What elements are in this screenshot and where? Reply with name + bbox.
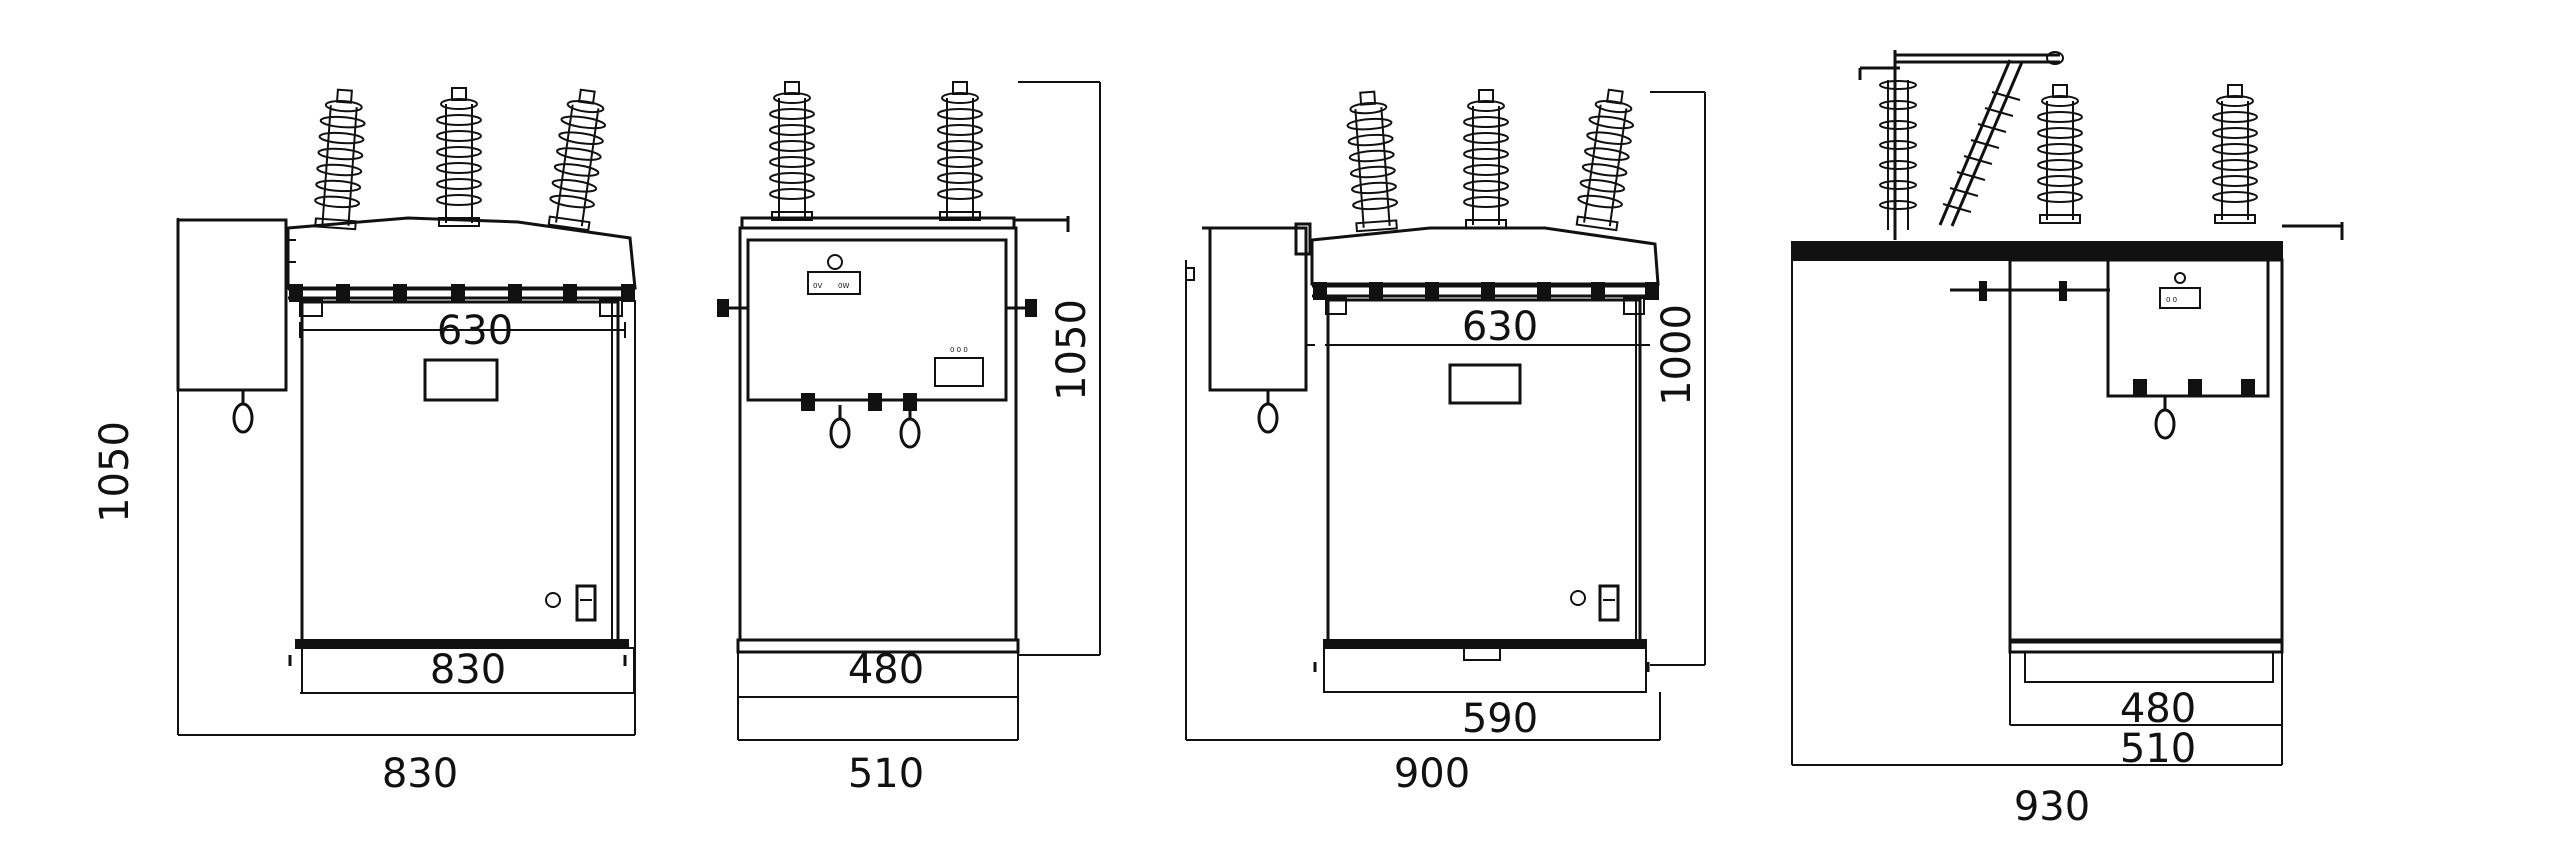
tank-base (1323, 639, 1647, 649)
dim-overall-width: 900 (1394, 751, 1470, 797)
bushings (2037, 84, 2258, 224)
arrester-stack (1879, 80, 1917, 230)
dim-overall-width: 930 (2014, 784, 2090, 830)
bushings (312, 86, 611, 232)
svg-text:0 0 0: 0 0 0 (950, 346, 968, 354)
dim-body-width: 510 (2120, 726, 2196, 772)
bushings (1344, 86, 1639, 233)
svg-text:0V: 0V (813, 282, 822, 290)
terminal-box (746, 238, 1008, 402)
dim-overall-width: 510 (848, 751, 924, 797)
dim-inner-width: 630 (437, 308, 513, 354)
dim-base-width: 830 (430, 647, 506, 693)
side-view-2: 0V 0W 0 0 0 480 510 1050 (717, 81, 1101, 797)
terminal-box (2106, 254, 2270, 398)
arrester (1858, 50, 2064, 240)
dim-overall-width: 830 (382, 751, 458, 797)
tank-cover (1310, 226, 1660, 286)
side-cabinet (176, 218, 288, 392)
side-cabinet (1208, 226, 1308, 392)
dim-base-width: 480 (2120, 686, 2196, 732)
nameplate (1448, 363, 1522, 405)
front-view-3: 630 590 900 1000 (1185, 86, 1706, 797)
nameplate (423, 358, 499, 402)
svg-text:0 0: 0 0 (2166, 296, 2177, 304)
dim-height: 1000 (1654, 304, 1700, 406)
side-view-4: 0 0 480 510 930 (1791, 50, 2344, 830)
svg-text:0W: 0W (838, 282, 849, 290)
bushings (769, 81, 983, 221)
dim-height: 1050 (92, 421, 138, 523)
arrester-diagonal (1938, 59, 2024, 227)
front-view-1: 630 830 830 1050 (92, 86, 637, 797)
dim-inner-width: 630 (1462, 304, 1538, 350)
dim-base-width: 590 (1462, 696, 1538, 742)
tank-body (738, 226, 1018, 642)
dim-height: 1050 (1049, 299, 1095, 401)
dim-base-width: 480 (848, 647, 924, 693)
tank-body (2008, 258, 2284, 644)
tank-body (1326, 298, 1642, 644)
